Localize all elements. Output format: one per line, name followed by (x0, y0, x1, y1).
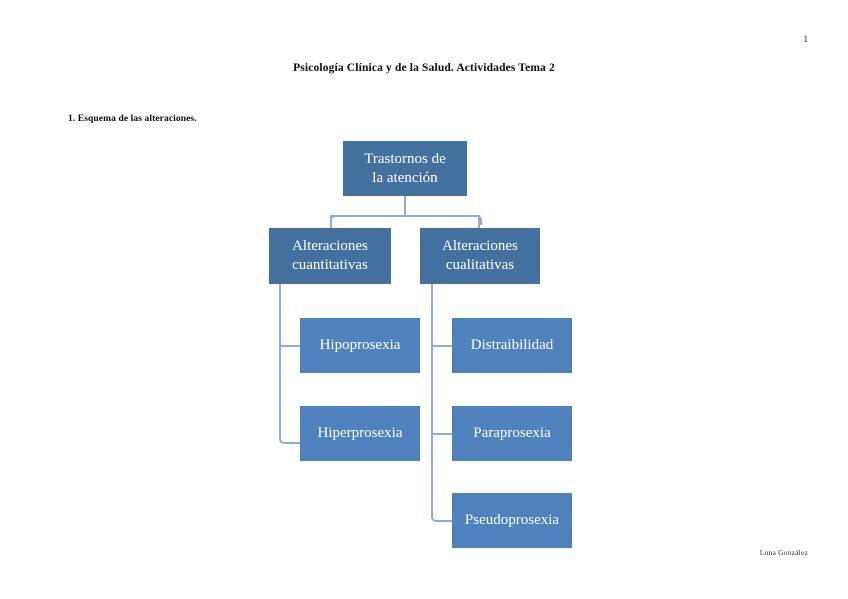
node-label: Distraibilidad (470, 337, 554, 353)
node-branch-alteraciones-cuantitativas[interactable]: Alteraciones cuantitativas (269, 228, 391, 284)
node-label: Alteraciones cualitativas (442, 238, 518, 273)
connector-branch-2-elbow-last (431, 506, 454, 522)
connector-branch-2-to-child-2 (431, 433, 452, 435)
node-label: Pseudoprosexia (464, 512, 560, 528)
node-leaf-hiperprosexia[interactable]: Hiperprosexia (300, 406, 420, 461)
node-leaf-pseudoprosexia[interactable]: Pseudoprosexia (452, 493, 572, 548)
node-label: Hipoprosexia (319, 337, 401, 353)
page-number: 1 (803, 34, 809, 44)
node-label: Alteraciones cuantitativas (292, 238, 368, 273)
connector-branch-1-to-child-1 (279, 345, 300, 347)
node-leaf-distraibilidad[interactable]: Distraibilidad (452, 318, 572, 373)
connector-branch-2-to-child-1 (431, 345, 452, 347)
node-leaf-paraprosexia[interactable]: Paraprosexia (452, 406, 572, 461)
footer-author: Luna González (759, 548, 808, 557)
node-root-trastornos-de-la-atencion[interactable]: Trastornos de la atención (343, 141, 467, 196)
connector-split-corner-left (330, 215, 340, 225)
section-heading: 1. Esquema de las alteraciones. (68, 114, 197, 124)
node-label: Paraprosexia (473, 425, 551, 441)
connector-root-split-bar (331, 215, 479, 217)
connector-branch-2-spine (431, 284, 433, 516)
node-label: Hiperprosexia (317, 425, 403, 441)
connector-split-corner-right (472, 215, 482, 225)
node-branch-alteraciones-cualitativas[interactable]: Alteraciones cualitativas (420, 228, 540, 284)
connector-branch-1-spine (279, 284, 281, 440)
node-leaf-hipoprosexia[interactable]: Hipoprosexia (300, 318, 420, 373)
document-title: Psicología Clínica y de la Salud. Activi… (293, 62, 555, 74)
node-label: Trastornos de la atención (364, 150, 446, 186)
connector-branch-1-elbow-last (279, 428, 302, 444)
connector-root-stem (404, 196, 406, 216)
